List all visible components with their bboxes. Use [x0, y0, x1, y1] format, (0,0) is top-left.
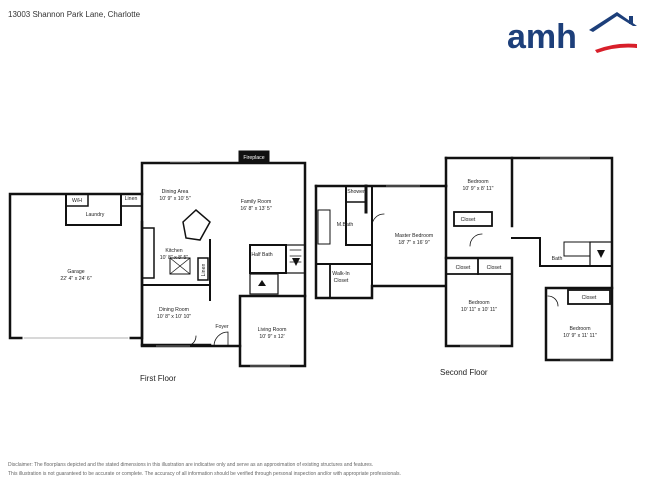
- first-floor-shell: [140, 161, 307, 298]
- room-label-mbath: M.Bath: [337, 222, 354, 228]
- disclaimer: Disclaimer: The floorplans depicted and …: [8, 461, 401, 479]
- room-dims-garage: 22' 4" x 24' 6": [60, 276, 91, 282]
- fireplace-box: [238, 150, 270, 164]
- room-label-kitchen: Kitchen: [165, 248, 182, 254]
- amh-logo: amh: [507, 12, 637, 56]
- right-upper-walls: [510, 156, 614, 290]
- bedroom-right-walls: [544, 286, 614, 362]
- room-label-bedroom-right: Bedroom: [569, 326, 590, 332]
- room-label-master-bedroom: Master Bedroom: [395, 233, 433, 239]
- room-label-living-room: Living Room: [258, 327, 287, 333]
- living-room-walls: [238, 294, 307, 368]
- room-label-closet-mid1: Closet: [456, 265, 471, 271]
- floor-label-first: First Floor: [140, 374, 176, 383]
- linen2-closet: [197, 257, 209, 281]
- room-dims-bedroom-mid: 10' 11" x 10' 11": [461, 307, 497, 313]
- closet-top: [453, 211, 493, 227]
- room-label-laundry: Laundry: [86, 212, 105, 218]
- logo-swoosh: [595, 43, 637, 53]
- closets-mid-walls: [444, 256, 514, 348]
- room-label-dining-room: Dining Room: [159, 307, 189, 313]
- master-bath-walls: [345, 185, 373, 246]
- half-bath-walls: [249, 244, 287, 274]
- room-label-bedroom-mid: Bedroom: [468, 300, 489, 306]
- tub: [317, 209, 331, 245]
- room-dims-family-room: 16' 8" x 13' 5": [240, 206, 271, 212]
- stairs-lower: [249, 273, 279, 295]
- room-dims-kitchen: 10' 8" x 8' 5": [160, 255, 189, 261]
- logo-roof-chimney: [629, 16, 633, 24]
- room-dims-dining-room: 10' 8" x 10' 10": [157, 314, 191, 320]
- room-label-family-room: Family Room: [241, 199, 272, 205]
- room-label-linen1: Linen: [125, 196, 138, 202]
- room-label-closet-mid2: Closet: [487, 265, 502, 271]
- floor-label-second: Second Floor: [440, 368, 488, 377]
- room-label-closet-top: Closet: [461, 217, 476, 223]
- stairs-first: [285, 244, 306, 274]
- room-label-linen2: Linen: [201, 264, 207, 277]
- bath-tub: [563, 241, 591, 257]
- room-dims-living-room: 10' 9" x 12': [259, 334, 284, 340]
- property-address: 13003 Shannon Park Lane, Charlotte: [8, 10, 141, 19]
- room-label-dining-area: Dining Area: [162, 189, 189, 195]
- room-label-wh: W/H: [72, 198, 82, 204]
- room-dims-dining-area: 10' 9" x 10' 5": [159, 196, 190, 202]
- room-dims-bedroom-right: 10' 9" x 11' 11": [563, 333, 597, 339]
- room-dims-bedroom-top: 10' 9" x 8' 11": [463, 186, 494, 192]
- room-label-garage: Garage: [67, 269, 84, 275]
- stairs-second: [589, 241, 613, 267]
- logo-roof: [589, 12, 637, 32]
- laundry-walls: [65, 193, 122, 226]
- room-label-walkin: Walk-In: [332, 271, 350, 277]
- bedroom-top-walls: [444, 156, 514, 228]
- logo-wordmark: amh: [507, 18, 577, 56]
- room-label-walkin-2: Closet: [334, 278, 349, 284]
- kitchen-counter: [141, 227, 155, 279]
- room-label-bedroom-top: Bedroom: [467, 179, 488, 185]
- garage-walls: [8, 192, 144, 340]
- closet-right: [567, 289, 611, 305]
- room-label-half-bath: Half Bath: [251, 252, 272, 258]
- wh-closet: [65, 193, 89, 207]
- disclaimer-line-2: This illustration is not guaranteed to b…: [8, 471, 401, 477]
- room-dims-master-bedroom: 18' 7" x 16' 9": [398, 240, 429, 246]
- room-label-fireplace: Fireplace: [243, 155, 264, 161]
- foyer-door: [213, 331, 229, 347]
- room-label-bath: Bath: [552, 256, 563, 262]
- room-label-closet-right: Closet: [582, 295, 597, 301]
- kitchen-sink: [169, 257, 191, 275]
- room-label-shower: Shower: [347, 189, 365, 195]
- kitchen-island: [182, 208, 211, 241]
- disclaimer-line-1: Disclaimer: The floorplans depicted and …: [8, 462, 374, 468]
- room-label-foyer: Foyer: [215, 324, 229, 330]
